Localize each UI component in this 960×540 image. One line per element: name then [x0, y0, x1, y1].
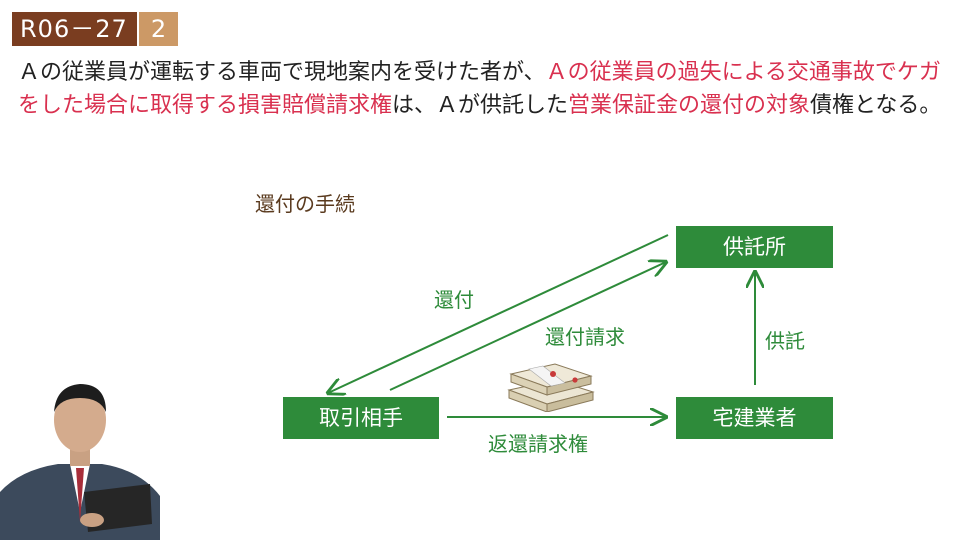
question-part-3: は、Ａが供託した — [392, 93, 569, 118]
counterparty-node: 取引相手 — [283, 397, 439, 439]
refund-arrow — [328, 234, 669, 393]
question-number-badge: 2 — [139, 12, 178, 46]
dealer-node: 宅建業者 — [676, 397, 833, 439]
refund-request-label: 還付請求 — [545, 325, 625, 349]
question-code-badge: R06－27 — [12, 12, 137, 46]
depository-node: 供託所 — [676, 226, 833, 268]
repayment-claim-label: 返還請求権 — [488, 432, 588, 456]
question-highlight-1: Ａの従業員の過失による交通事故でケガをした場合に取得する損害賠償請求権 — [18, 60, 941, 118]
deposit-label: 供託 — [765, 329, 805, 353]
diagram-title: 還付の手続 — [255, 192, 355, 216]
question-highlight-2: 営業保証金の還付の対象 — [568, 93, 811, 118]
refund-request-arrow — [389, 262, 666, 391]
question-part-5: 債権となる。 — [810, 93, 942, 118]
money-bundle-icon — [507, 363, 595, 412]
question-text: Ａの従業員が運転する車両で現地案内を受けた者が、Ａの従業員の過失による交通事故で… — [18, 56, 954, 122]
question-part-1: Ａの従業員が運転する車両で現地案内を受けた者が、 — [18, 60, 546, 85]
refund-label: 還付 — [434, 288, 474, 312]
presenter-photo — [0, 384, 160, 540]
